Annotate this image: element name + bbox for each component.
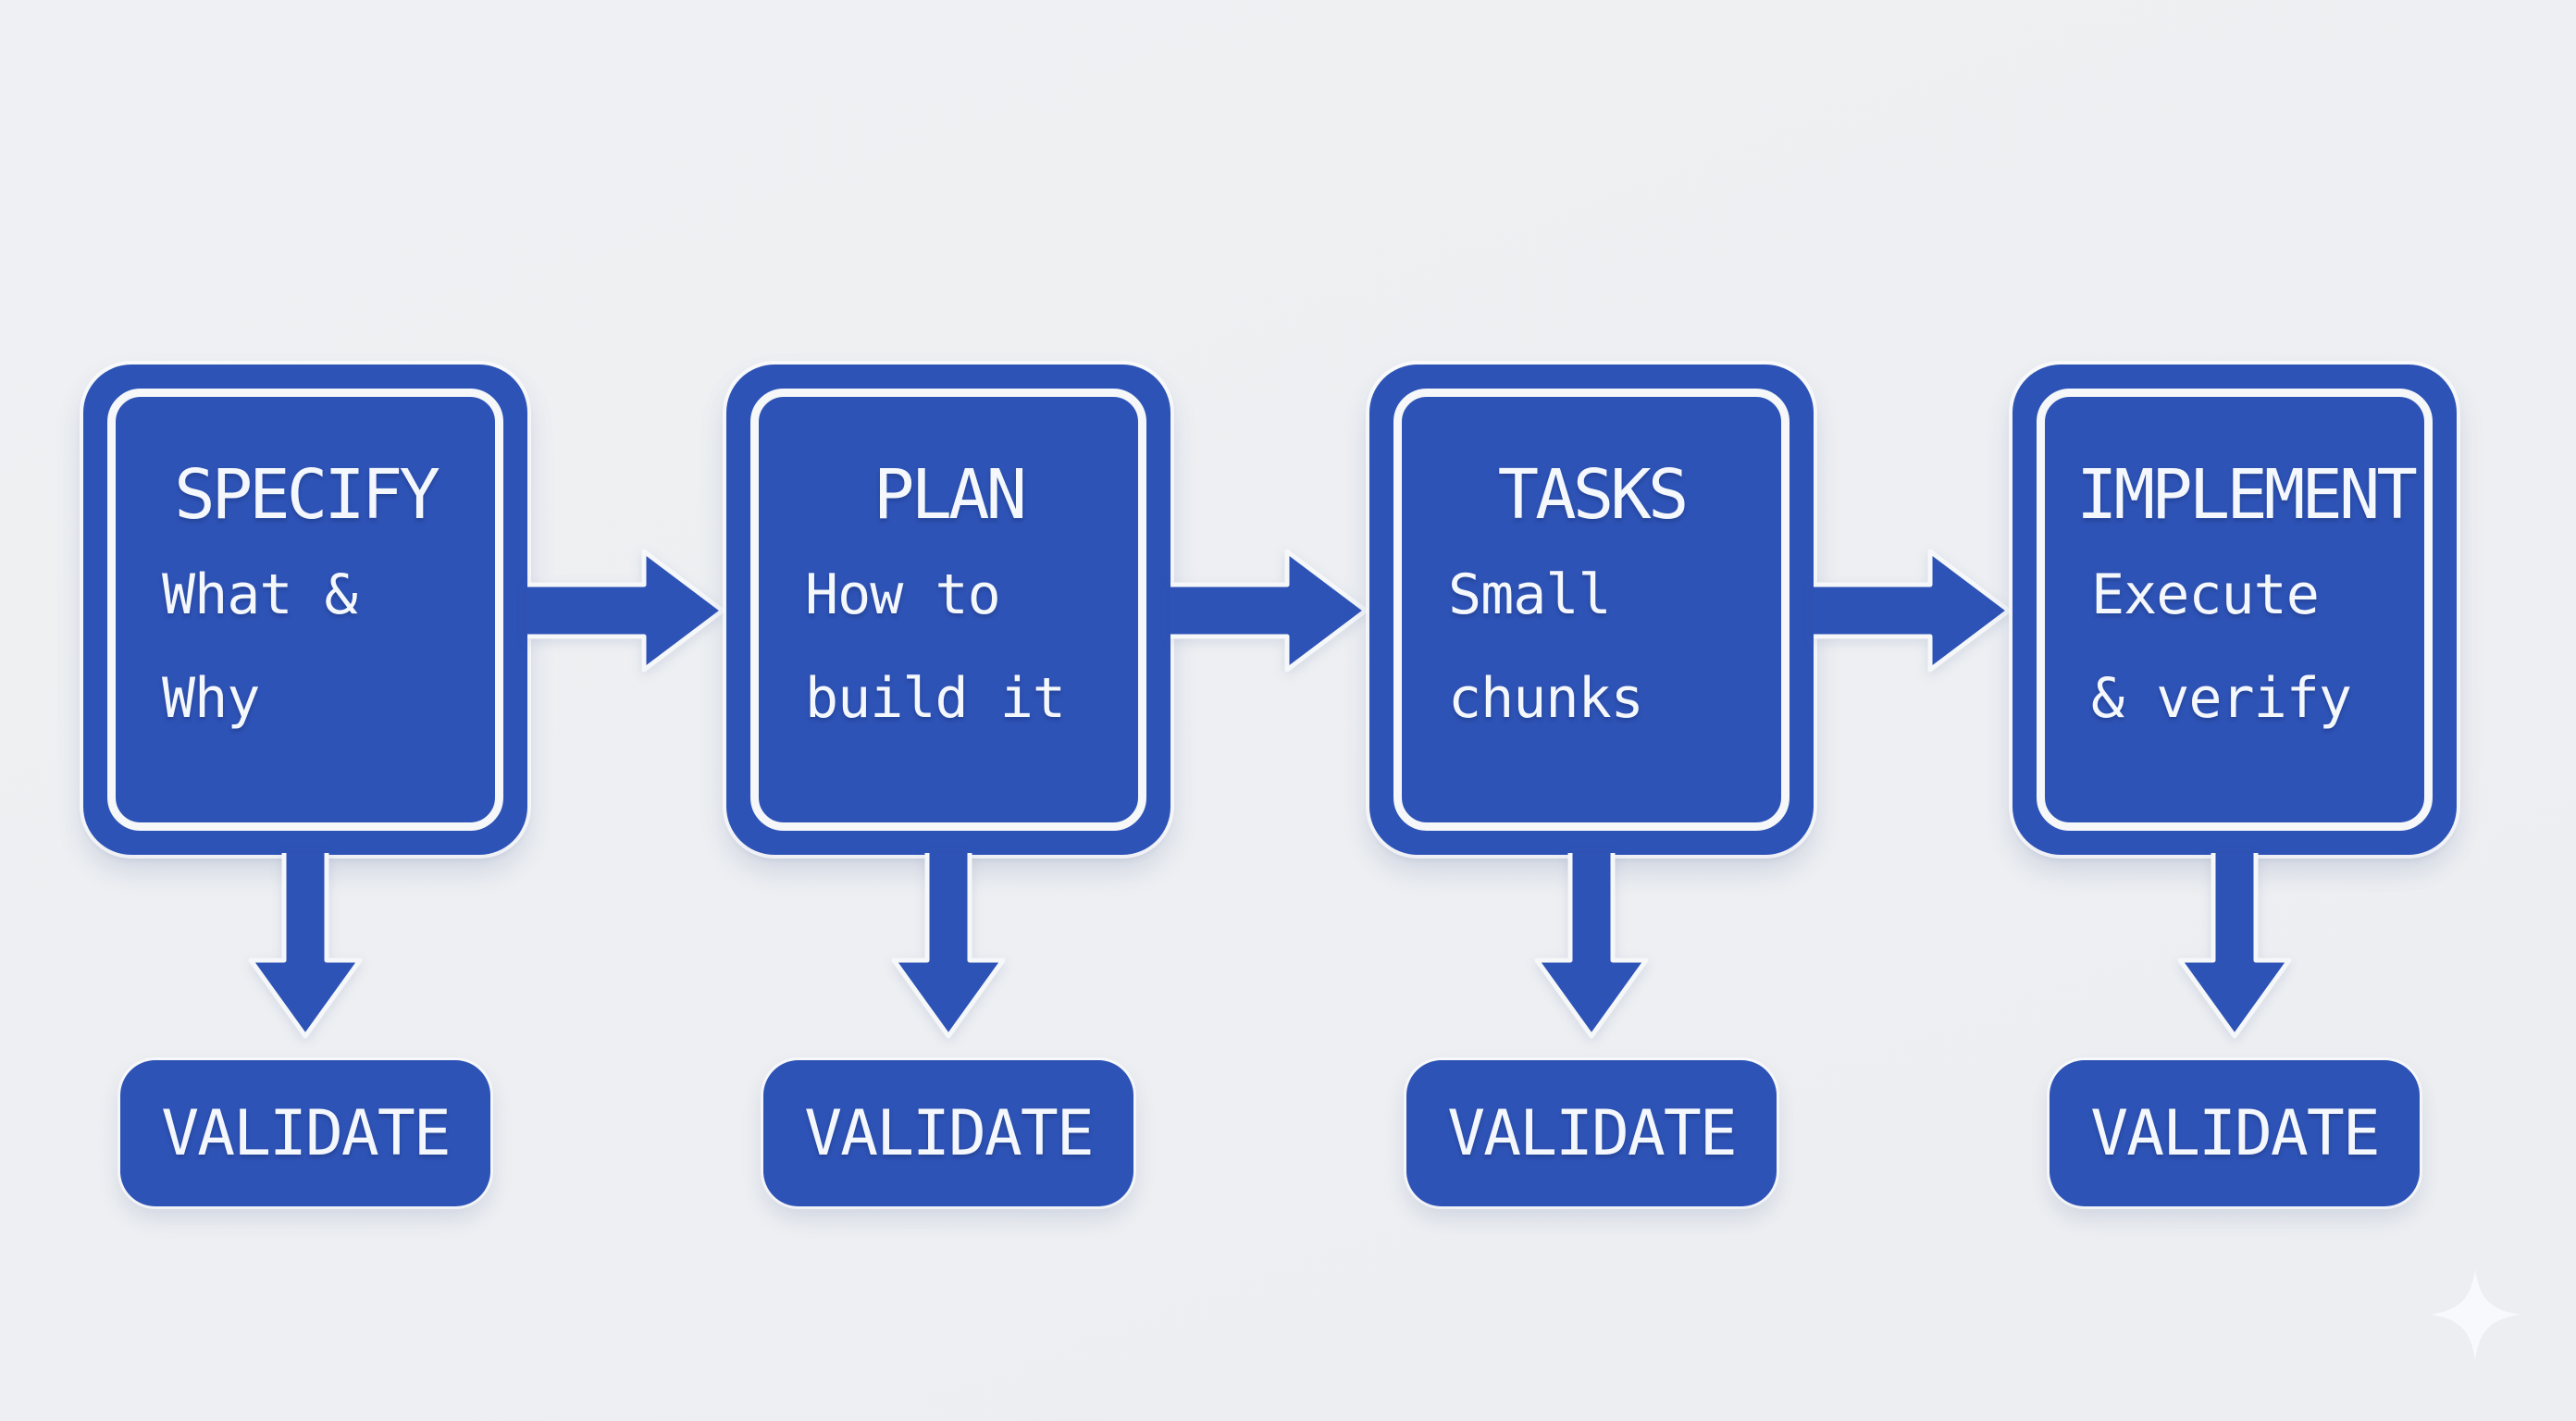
down-arrow-icon <box>2177 853 2292 1039</box>
stage-box-inner: PLAN How to build it <box>750 389 1146 831</box>
stage-line: chunks <box>1448 666 1644 731</box>
stage-box: PLAN How to build it <box>726 365 1170 855</box>
stage-implement: IMPLEMENT Execute & verify VALIDATE <box>2012 365 2457 1206</box>
stage-title: PLAN <box>873 455 1027 535</box>
stage-line: Execute <box>2091 562 2320 627</box>
stage-line: Small <box>1448 562 1612 627</box>
validate-label: VALIDATE <box>1447 1096 1738 1170</box>
down-arrow-icon <box>1534 853 1649 1039</box>
validate-label: VALIDATE <box>2090 1096 2381 1170</box>
right-arrow-icon <box>1170 549 1368 673</box>
validate-pill: VALIDATE <box>763 1060 1133 1206</box>
validate-pill: VALIDATE <box>1406 1060 1777 1206</box>
stage-title: TASKS <box>1497 455 1690 535</box>
down-arrow-icon <box>891 853 1006 1039</box>
stage-line: build it <box>805 666 1066 731</box>
stage-box: SPECIFY What & Why <box>83 365 527 855</box>
stage-plan: PLAN How to build it VALIDATE <box>726 365 1368 1206</box>
validate-label: VALIDATE <box>804 1096 1095 1170</box>
stage-tasks: TASKS Small chunks VALIDATE <box>1369 365 2012 1206</box>
stage-box: TASKS Small chunks <box>1369 365 1814 855</box>
stage-line: Why <box>162 666 260 731</box>
validate-pill: VALIDATE <box>120 1060 490 1206</box>
stage-box-inner: IMPLEMENT Execute & verify <box>2037 389 2433 831</box>
right-arrow-icon <box>1814 549 2012 673</box>
stage-box-inner: TASKS Small chunks <box>1393 389 1790 831</box>
stage-specify: SPECIFY What & Why VALIDATE <box>83 365 725 1206</box>
right-arrow-icon <box>527 549 725 673</box>
stage-box-inner: SPECIFY What & Why <box>107 389 503 831</box>
validate-pill: VALIDATE <box>2050 1060 2420 1206</box>
stage-title: SPECIFY <box>174 455 440 535</box>
stage-line: & verify <box>2091 666 2352 731</box>
stage-box: IMPLEMENT Execute & verify <box>2012 365 2457 855</box>
down-arrow-icon <box>248 853 363 1039</box>
stage-line: What & <box>162 562 358 627</box>
stage-row: SPECIFY What & Why VALIDATE PLAN How to … <box>83 365 2457 1206</box>
stage-line: How to <box>805 562 1001 627</box>
validate-label: VALIDATE <box>161 1096 452 1170</box>
sparkle-icon <box>2430 1269 2520 1360</box>
stage-title: IMPLEMENT <box>2076 455 2418 535</box>
